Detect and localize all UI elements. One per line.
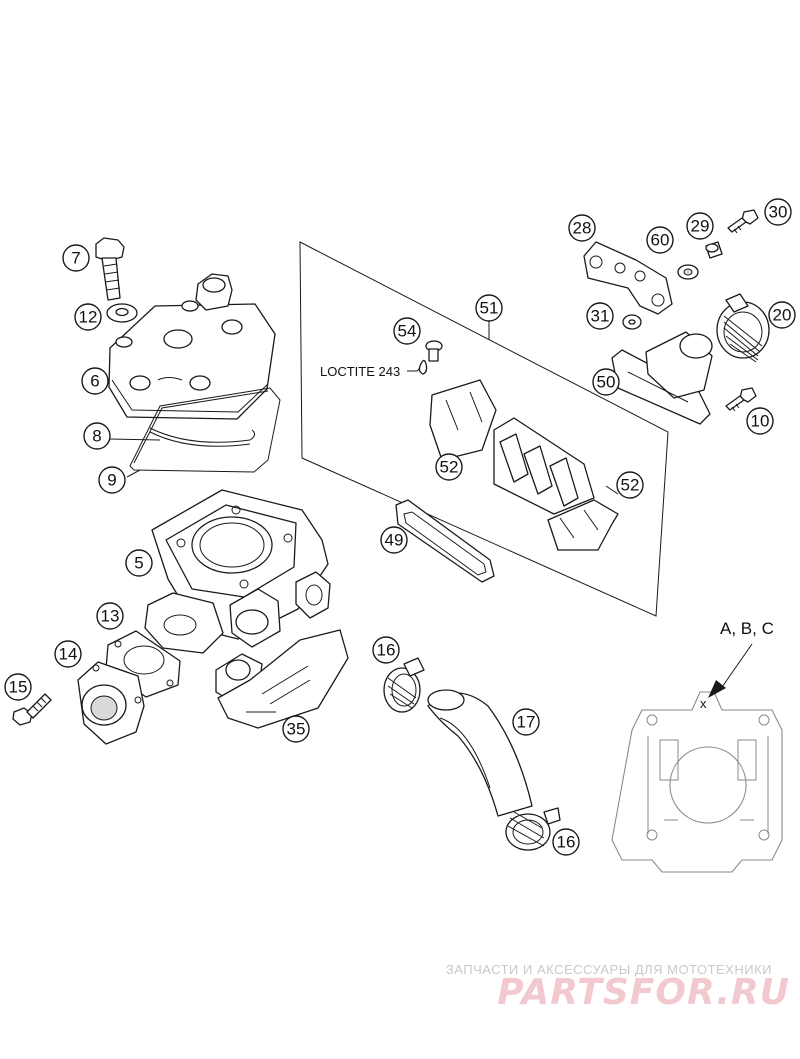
svg-text:14: 14 [59,645,78,664]
reed-gasket-part [395,499,495,583]
callout-28: 28 [568,214,596,242]
reference-label: A, B, C [720,619,774,638]
washer-part [106,303,138,323]
callout-6: 6 [81,367,109,395]
bracket-bolt-part [727,209,759,234]
callout-17: 17 [512,708,540,736]
svg-text:6: 6 [90,372,99,391]
callout-50: 50 [592,368,620,396]
manifold-bolt-part [725,387,757,412]
callout-54: 54 [393,317,421,345]
watermark-logo: PARTSFOR.RU [497,972,790,1013]
callout-14: 14 [54,640,82,668]
callout-7: 7 [62,244,90,272]
svg-text:51: 51 [480,299,499,318]
reed-petal-part [429,379,497,461]
svg-text:13: 13 [101,607,120,626]
callout-52-lower: 52 [616,471,644,499]
callout-13: 13 [96,602,124,630]
callout-35: 35 [282,715,310,743]
callout-12: 12 [74,303,102,331]
svg-text:29: 29 [691,217,710,236]
callout-15: 15 [4,673,32,701]
watermark-tagline: ЗАПЧАСТИ И АКСЕССУАРЫ ДЛЯ МОТОТЕХНИКИ [445,962,772,977]
hose-clamp-part [505,807,561,851]
reed-valve-group-frame [299,241,669,617]
svg-text:31: 31 [591,307,610,326]
svg-text:49: 49 [385,531,404,550]
svg-text:15: 15 [9,678,28,697]
reference-arrow [708,643,753,698]
reed-block-part [493,417,595,515]
reed-screw-part [418,340,443,375]
intake-manifold-part [611,331,713,425]
loctite-note: LOCTITE 243 [320,364,400,379]
spacer-part [705,241,723,259]
callout-8: 8 [83,422,111,450]
svg-text:30: 30 [769,203,788,222]
svg-text:54: 54 [398,322,417,341]
svg-text:52: 52 [440,458,459,477]
flange-bolt-part [12,693,52,726]
hose-clamp-part [716,293,770,363]
svg-text:16: 16 [557,833,576,852]
reed-petal-part [547,499,619,551]
svg-text:10: 10 [751,412,770,431]
callout-16-upper: 16 [372,636,400,664]
small-washer-part [622,314,642,330]
svg-text:60: 60 [651,231,670,250]
svg-text:16: 16 [377,641,396,660]
o-ring-part [149,427,256,447]
callout-51: 51 [475,294,503,322]
svg-text:9: 9 [107,471,116,490]
svg-text:52: 52 [621,476,640,495]
callout-20: 20 [768,301,796,329]
callout-10: 10 [746,407,774,435]
head-gasket-part [129,387,281,473]
cylinder-head-part [108,273,276,420]
callout-5: 5 [125,549,153,577]
callout-60: 60 [646,226,674,254]
callout-30: 30 [764,198,792,226]
svg-text:8: 8 [92,427,101,446]
callout-9: 9 [98,466,126,494]
svg-text:35: 35 [287,720,306,739]
exhaust-flange-part [77,661,145,745]
mounting-bracket-part [583,241,673,315]
callout-31: 31 [586,302,614,330]
svg-text:5: 5 [134,554,143,573]
svg-text:20: 20 [773,306,792,325]
callout-49: 49 [380,526,408,554]
svg-text:50: 50 [597,373,616,392]
callout-52-upper: 52 [435,453,463,481]
hose-clamp-part [383,657,425,713]
coolant-hose-part [427,689,533,817]
svg-text:7: 7 [71,249,80,268]
leader-lines [109,320,619,495]
svg-text:28: 28 [573,219,592,238]
svg-text:17: 17 [517,713,536,732]
svg-text:12: 12 [79,308,98,327]
reference-mark: x [700,696,707,711]
callout-29: 29 [686,212,714,240]
bushing-part [677,264,699,280]
cylinder-part [144,489,349,729]
cylinder-base-reference-view [611,691,783,873]
callout-16-lower: 16 [552,828,580,856]
head-bolt-part [95,237,125,301]
